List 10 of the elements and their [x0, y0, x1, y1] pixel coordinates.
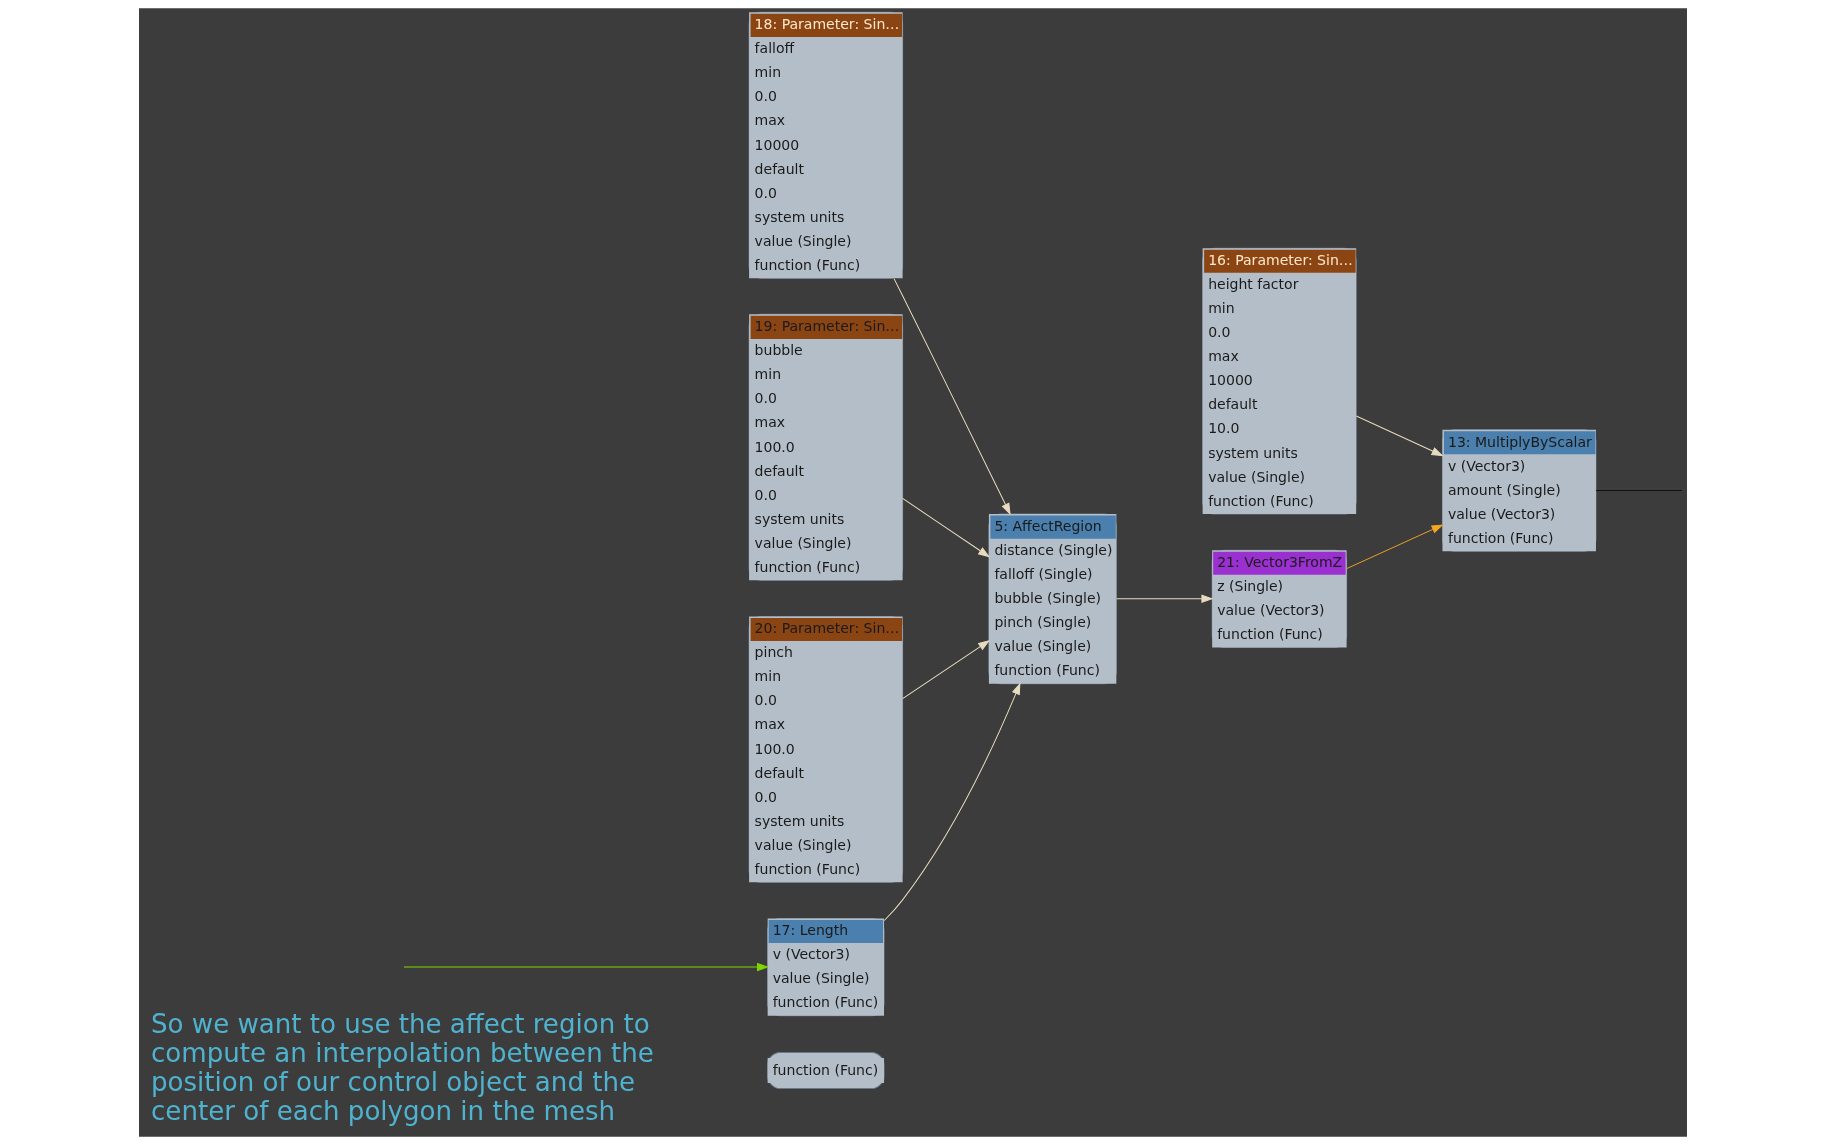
arrow	[403, 963, 768, 972]
arrow	[901, 497, 989, 558]
label: So we want to use the affect region to compute an interpolation between the position of our control object and the center of each polygon in the mesh	[150, 1009, 654, 1127]
arrow	[893, 278, 1011, 515]
arrow	[1115, 594, 1212, 603]
arrow	[901, 640, 989, 700]
connector	[1595, 489, 1683, 491]
arrow	[1355, 415, 1443, 456]
arrow	[1345, 524, 1443, 570]
arrow	[883, 683, 1020, 921]
